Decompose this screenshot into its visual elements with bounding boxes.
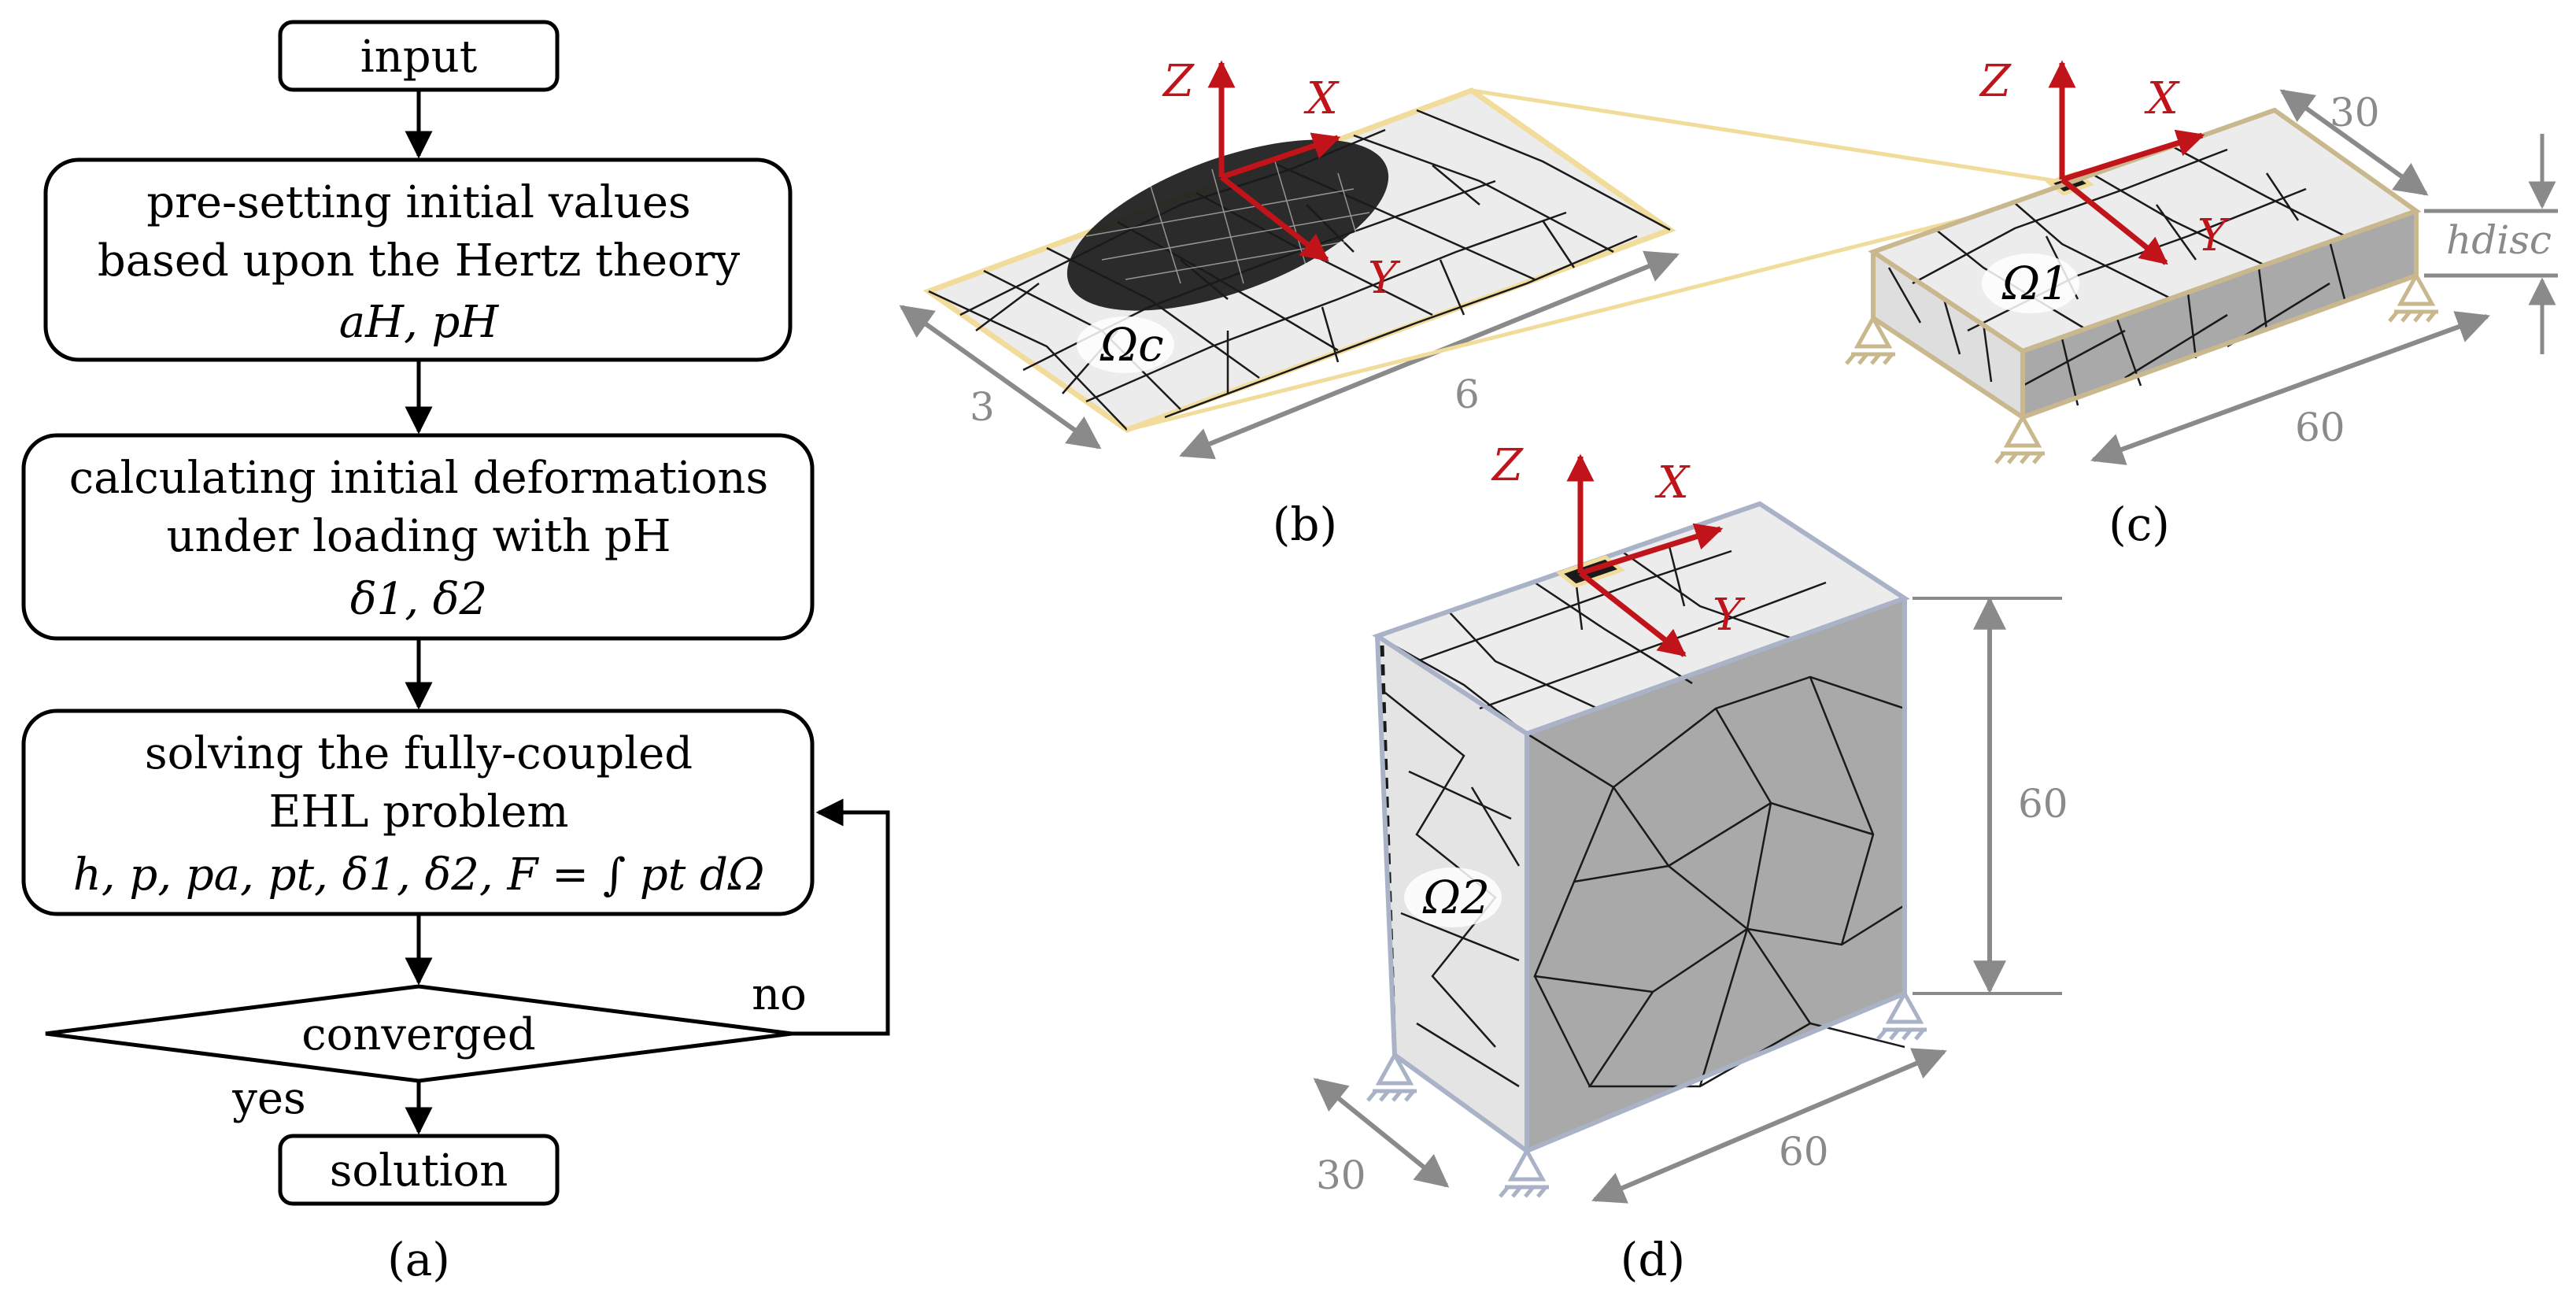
panel-label-b: (b) [1273,498,1337,551]
step3-line2: EHL problem [268,786,568,838]
no-label: no [752,969,807,1020]
step1-line2: based upon the Hertz theory [98,235,741,287]
decision-label: converged [301,1009,536,1060]
d-y-label: Y [1713,590,1746,641]
c-width-label: 30 [2330,90,2380,135]
b-length-label: 6 [1454,372,1480,417]
panel-d: Z X Y Ω2 60 30 60 (d) [1313,440,2068,1286]
b-omega-label: Ωc [1100,318,1164,372]
d-length-dimension [1591,1048,1947,1204]
c-length-dimension [2090,311,2490,465]
panel-label-c: (c) [2108,498,2170,551]
c-height-label: hdisc [2446,217,2552,263]
panel-b: Z X Y Ωc 3 6 (b) [899,56,1680,551]
panel-c: Z X Y Ω1 30 60 hdisc (c) [1845,56,2558,551]
c-y-axis [2060,177,2168,265]
d-width-label: 30 [1316,1152,1366,1198]
step1-line1: pre-setting initial values [146,177,690,228]
solution-box [278,1134,560,1206]
b-y-label: Y [1368,253,1401,304]
zoom-connectors [1126,88,2072,432]
b-width-label: 3 [970,384,995,430]
d-z-label: Z [1491,440,1524,491]
d-omega-halo [1404,868,1502,927]
b-y-axis [1219,175,1329,262]
b-z-label: Z [1162,56,1195,107]
solution-label: solution [330,1145,508,1197]
step2-line2: under loading with pH [166,511,671,562]
step3-vars: h, p, pa, pt, δ1, δ2, F = ∫ pt dΩ [73,849,765,901]
d-front-face [1527,598,1905,1151]
step3-line1: solving the fully-coupled [145,728,693,779]
c-x-label: X [2144,73,2180,124]
c-z-label: Z [1979,56,2012,107]
panel-label-d: (d) [1621,1233,1685,1286]
c-height-dimension [2424,134,2558,354]
d-omega-label: Ω2 [1422,871,1490,924]
step2-vars: δ1, δ2 [350,574,487,625]
d-y-axis [1578,571,1687,657]
step2-line1: calculating initial deformations [69,453,769,504]
step1-vars: aH, pH [339,297,500,348]
yes-label: yes [231,1073,306,1124]
c-left-face [1873,252,2023,417]
d-x-label: X [1654,457,1691,509]
c-x-axis [2060,129,2205,183]
c-width-dimension [2279,89,2429,196]
loop-back-arrow [792,798,890,1036]
input-label: input [360,31,478,83]
flowchart: input pre-setting initial values based u… [21,20,890,1286]
d-width-dimension [1313,1078,1450,1188]
b-x-label: X [1303,73,1340,124]
c-y-label: Y [2197,210,2230,261]
b-width-dimension [899,305,1102,450]
c-omega-halo [1982,253,2079,313]
d-length-label: 60 [1779,1129,1829,1175]
c-length-label: 60 [2295,405,2345,450]
d-x-axis [1579,523,1724,576]
c-omega-label: Ω1 [2001,257,2069,310]
panel-label-a: (a) [387,1233,450,1286]
d-height-label: 60 [2018,781,2068,827]
b-x-axis [1220,132,1341,180]
